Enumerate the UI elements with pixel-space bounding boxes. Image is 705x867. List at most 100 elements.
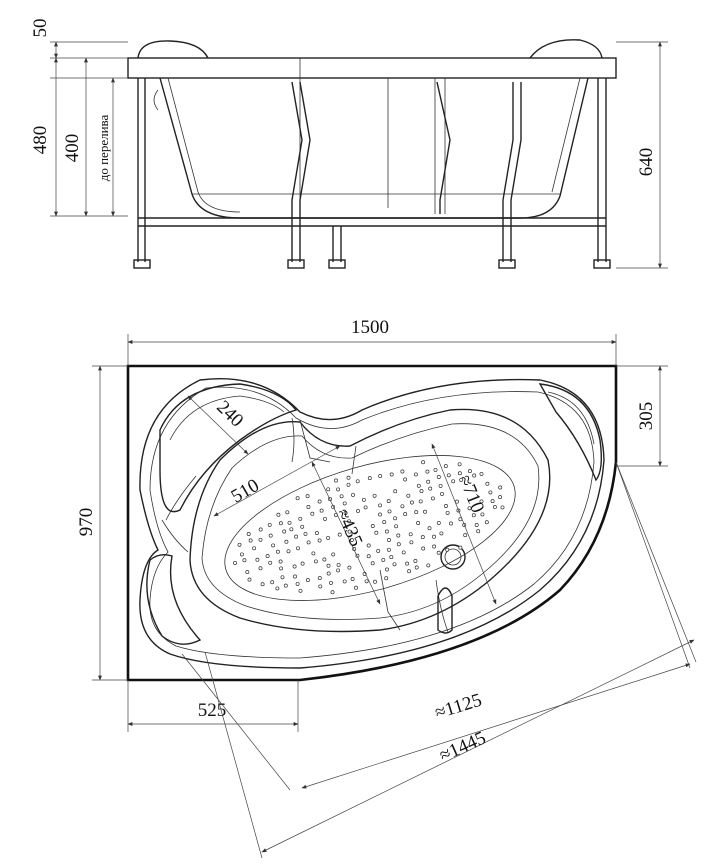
dim-435: ≈435 [332, 506, 367, 550]
headrest-left-top [146, 383, 298, 645]
jet-dot [314, 531, 319, 536]
jet-dot [463, 533, 468, 538]
jet-dot [438, 483, 443, 488]
jet-dot [427, 526, 432, 531]
jet-dot [367, 476, 372, 481]
jet-dot [265, 554, 270, 559]
jet-dot [364, 579, 369, 584]
jet-dot [457, 462, 462, 467]
jet-dot [295, 581, 300, 586]
dim-970: 970 [76, 508, 97, 537]
jet-dot [326, 487, 331, 492]
jet-dot [292, 564, 297, 569]
jet-dot [409, 540, 414, 545]
jet-dot [444, 504, 448, 508]
jet-dot [445, 510, 450, 515]
jet-dot [233, 560, 237, 565]
jet-dot [280, 575, 285, 580]
jet-dot [317, 576, 322, 581]
jet-dot [408, 532, 413, 537]
jet-dot [433, 467, 438, 472]
dim-depth: 970 [76, 365, 128, 681]
jet-dot [286, 549, 291, 554]
jet-dot [446, 473, 451, 478]
jet-dot [386, 547, 391, 552]
jet-dot [336, 568, 341, 573]
jet-dot [342, 579, 347, 584]
jet-dot [392, 562, 397, 567]
jet-dot [287, 520, 292, 525]
dim-bottom: 525 [127, 680, 299, 732]
jet-dot [439, 531, 444, 536]
jet-dot [303, 531, 308, 536]
jet-dot [378, 512, 383, 517]
jet-dot [248, 538, 253, 543]
jet-dot [386, 499, 391, 504]
jet-dot [296, 546, 300, 551]
jet-dot [293, 574, 297, 579]
jet-dot [246, 532, 251, 536]
side-dims-right: 640 [616, 41, 668, 269]
jet-dot [255, 557, 260, 562]
jet-dot [406, 493, 411, 498]
jet-dot [370, 561, 375, 566]
jet-dot [355, 479, 360, 484]
jet-dot [306, 540, 311, 545]
dim-corner: 305 [616, 365, 668, 467]
jet-dot [326, 563, 331, 568]
jet-dot [237, 542, 242, 547]
headrest-right-top [538, 383, 603, 482]
jet-dot [258, 566, 263, 571]
jet-dot [331, 552, 336, 557]
jet-dot [480, 512, 485, 517]
jet-dot [336, 562, 341, 567]
jet-dot [268, 533, 273, 538]
jet-dot [421, 546, 426, 551]
tub-rim-inner [139, 377, 605, 669]
jet-dot [284, 539, 289, 544]
jet-dot [317, 499, 322, 504]
jet-dot [378, 474, 383, 479]
jet-dot [334, 478, 338, 483]
jet-dot [317, 538, 322, 543]
overflow-note: до перелива [96, 115, 111, 182]
tub-rim [127, 57, 617, 79]
jet-dot [361, 497, 366, 502]
jet-dot [326, 571, 331, 576]
jet-dot [500, 505, 505, 510]
jet-dot [318, 584, 323, 589]
jet-dot [492, 505, 497, 510]
jet-dot [436, 520, 441, 525]
jet-dot [366, 554, 371, 559]
jet-dot [346, 482, 351, 487]
jet-dot [372, 493, 377, 498]
dim-525: 525 [198, 700, 227, 721]
jet-dot [319, 508, 324, 513]
dim-240: 240 [212, 397, 247, 432]
dim-400: 400 [62, 134, 83, 163]
jet-dot [275, 549, 280, 554]
jet-dot [426, 479, 431, 484]
jet-dot [346, 475, 351, 480]
jet-dot [485, 481, 490, 486]
jet-dot [305, 494, 310, 499]
jet-dot [436, 475, 441, 479]
jet-dot [278, 559, 283, 564]
jet-dot [270, 580, 275, 585]
jet-dot [283, 583, 288, 588]
jet-dot [323, 516, 327, 521]
jet-dot [305, 578, 310, 583]
jet-dot [400, 469, 405, 474]
jet-dot [294, 534, 299, 539]
inner-basin [189, 408, 551, 633]
jet-dot [413, 559, 418, 563]
jet-dot [443, 464, 448, 469]
dim-1500: 1500 [351, 317, 389, 338]
headrest-right [529, 39, 603, 59]
jet-dot [455, 499, 459, 504]
jet-dot [423, 509, 427, 514]
jet-dot [387, 538, 391, 542]
basin-floor [224, 455, 516, 601]
jet-dot [421, 460, 426, 465]
